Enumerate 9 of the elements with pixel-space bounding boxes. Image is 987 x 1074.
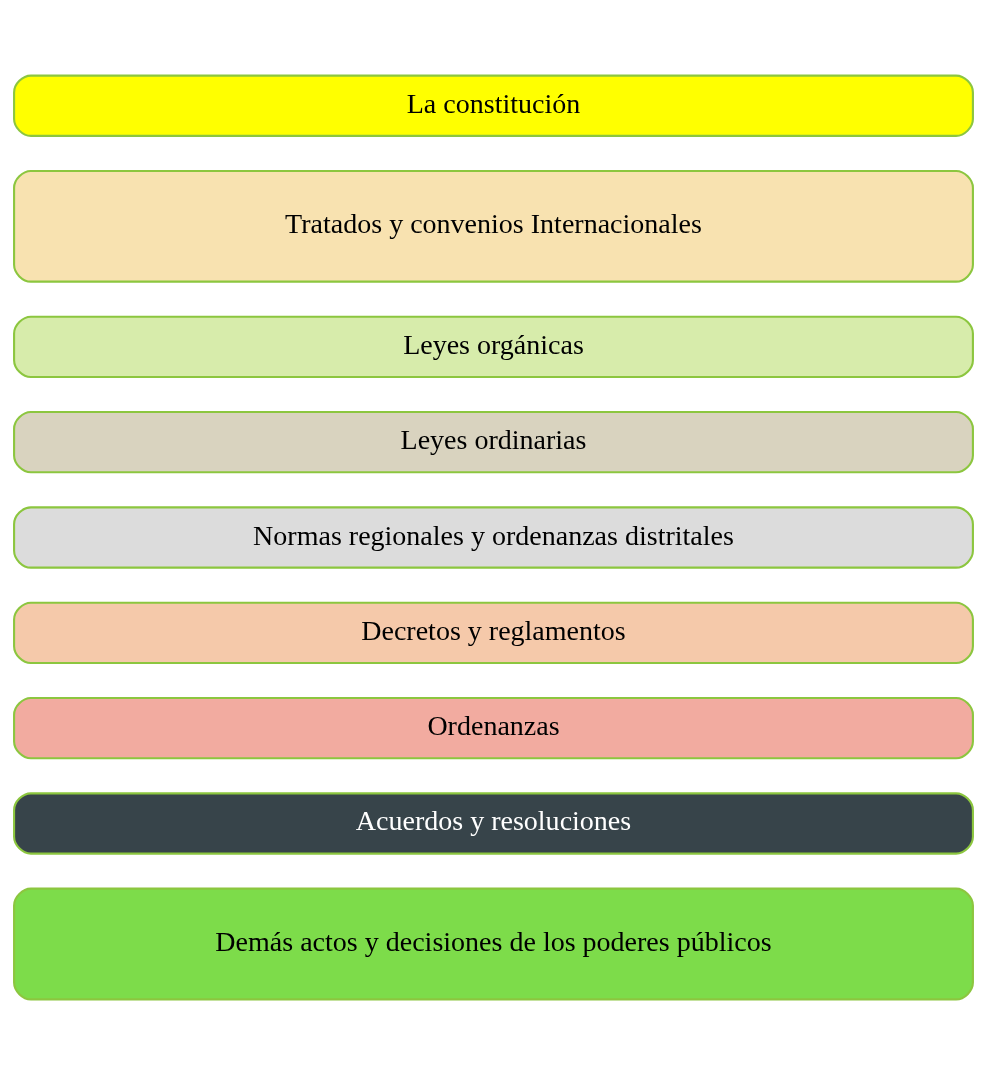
node-box: Normas regionales y ordenanzas distritales xyxy=(13,505,974,569)
node-box: La constitución xyxy=(13,74,974,137)
node-box: Decretos y reglamentos xyxy=(13,601,974,664)
node-box: Ordenanzas xyxy=(13,696,974,759)
node-box: Tratados y convenios Internacionales xyxy=(13,169,974,283)
node-box: Leyes ordinarias xyxy=(13,410,974,473)
node-box: Acuerdos y resoluciones xyxy=(13,791,974,855)
node-box: Demás actos y decisiones de los poderes públicos xyxy=(13,887,974,1000)
node-box: Leyes orgánicas xyxy=(13,315,974,378)
